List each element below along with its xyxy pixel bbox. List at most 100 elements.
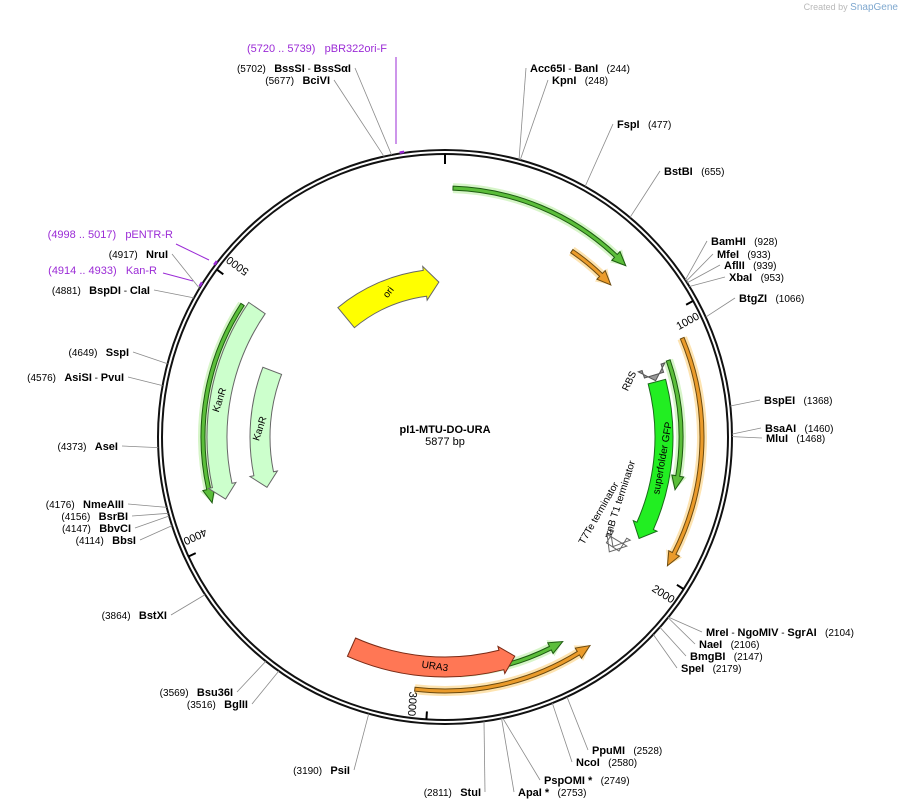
enzyme-site-line [170,594,206,616]
ori-label: ori [381,285,397,301]
enzyme-site-line [551,703,573,763]
enzyme-name: PpuMI [592,745,625,757]
enzyme-label[interactable]: (3864) BstXI [102,610,167,622]
enzyme-label[interactable]: (4373) AseI [58,441,119,453]
enzyme-label[interactable]: PpuMI (2528) [592,745,662,757]
enzyme-label[interactable]: BstBI (655) [664,166,724,178]
enzyme-site-line [483,721,486,793]
enzyme-label[interactable]: (5702) BssSI - BssSαI [237,63,351,75]
enzyme-label[interactable]: FspI (477) [617,119,671,131]
enzyme-name: Acc65I [530,63,565,75]
enzyme-position: - [729,628,738,639]
enzyme-label[interactable]: (4649) SspI [69,347,129,359]
enzyme-position: - [565,64,574,75]
primer-label[interactable]: (4914 .. 4933) Kan-R [48,265,157,277]
enzyme-site-line [731,427,762,435]
enzyme-name: SpeI [681,663,704,675]
enzyme-site-line [731,436,763,439]
enzyme-position: (4176) [46,500,83,511]
enzyme-site-line [236,660,267,693]
enzyme-site-line [730,399,761,407]
enzyme-name: PspOMI * [544,775,593,787]
enzyme-position: (2104) [817,628,854,639]
rbs-label: RBS [621,369,640,393]
enzyme-label[interactable]: (4114) BbsI [76,535,136,547]
enzyme-label[interactable]: (3190) PsiI [293,765,350,777]
enzyme-label[interactable]: BamHI (928) [711,236,778,248]
enzyme-label[interactable]: MfeI (933) [717,249,771,261]
enzyme-site-line [139,525,173,541]
enzyme-position: (4114) [76,536,113,547]
enzyme-label[interactable]: KpnI (248) [552,75,608,87]
enzyme-position: (4156) [61,512,98,523]
enzyme-position: (953) [752,273,784,284]
enzyme-site-line [153,289,195,299]
enzyme-label[interactable]: (4917) NruI [109,249,168,261]
rbs-arrow [637,361,666,382]
enzyme-label[interactable]: (4881) BspDI - ClaI [52,285,150,297]
enzyme-label[interactable]: (4576) AsiSI - PvuI [27,372,124,384]
enzyme-label[interactable]: SpeI (2179) [681,663,741,675]
enzyme-name: MluI [766,433,788,445]
enzyme-name: BstXI [139,610,167,622]
primer-label[interactable]: (5720 .. 5739) pBR322ori-F [247,43,387,55]
enzyme-site-line [689,276,726,287]
enzyme-position: (4917) [109,250,146,261]
enzyme-label[interactable]: XbaI (953) [729,272,784,284]
enzyme-label[interactable]: MreI - NgoMIV - SgrAI (2104) [706,627,854,639]
enzyme-position: (4147) [62,524,99,535]
ruler-tick-line [685,300,694,306]
enzyme-name: ClaI [130,285,150,297]
enzyme-label[interactable]: (2811) StuI [424,787,481,799]
enzyme-site-line [132,351,168,365]
enzyme-label[interactable]: MluI (1468) [766,433,825,445]
enzyme-name: StuI [460,787,481,799]
enzyme-label[interactable]: BspEI (1368) [764,395,832,407]
enzyme-name: PsiI [330,765,350,777]
enzyme-site-line [251,670,280,705]
enzyme-position: (2147) [725,652,762,663]
enzyme-label[interactable]: ApaI * (2753) [518,787,586,799]
enzyme-name: BssSαI [314,63,351,75]
enzyme-label[interactable]: NcoI (2580) [576,757,637,769]
enzyme-label[interactable]: NaeI (2106) [699,639,760,651]
enzyme-label[interactable]: (4156) BsrBI [61,511,128,523]
enzyme-name: BsaAI [765,423,796,435]
primer-sites: (5720 .. 5739) pBR322ori-F (4998 .. 5017)… [48,43,405,287]
enzyme-name: BspEI [764,395,795,407]
enzyme-name: NaeI [699,639,722,651]
enzyme-site-line [566,696,589,751]
enzyme-label[interactable]: AflII (939) [724,260,776,272]
ruler-tick-label: 2000 [649,583,676,606]
enzyme-position: (1460) [796,424,833,435]
enzyme-name: AflII [724,260,745,272]
enzyme-label[interactable]: (4147) BbvCI [62,523,131,535]
enzyme-position: - [305,64,314,75]
enzyme-label[interactable]: (3516) BglII [187,699,248,711]
enzyme-label[interactable]: PspOMI * (2749) [544,775,630,787]
enzyme-label[interactable]: (3569) Bsu36I [160,687,233,699]
ruler-tick-label: 4000 [181,526,208,547]
primer-marker [213,260,218,266]
enzyme-site-line [629,170,661,218]
enzyme-position: (3516) [187,700,224,711]
enzyme-label[interactable]: BmgBI (2147) [690,651,763,663]
enzyme-name: BglII [224,699,248,711]
enzyme-label[interactable]: BsaAI (1460) [765,423,833,435]
enzyme-label[interactable]: BtgZI (1066) [739,293,804,305]
ruler-tick-label: 1000 [674,310,701,332]
enzyme-name: MfeI [717,249,739,261]
enzyme-position: (2753) [549,788,586,799]
enzyme-label[interactable]: (4176) NmeAIII [46,499,124,511]
enzyme-position: (4881) [52,286,89,297]
enzyme-site-line [518,67,527,160]
enzyme-position: (244) [598,64,630,75]
enzyme-site-line [684,240,708,281]
ruler-tick-line [425,711,428,720]
primer-label[interactable]: (4998 .. 5017) pENTR-R [48,229,173,241]
enzyme-site-line [501,718,515,793]
enzyme-label[interactable]: (5677) BciVI [265,75,330,87]
enzyme-label[interactable]: Acc65I - BanI (244) [530,63,630,75]
enzyme-position: - [121,286,130,297]
